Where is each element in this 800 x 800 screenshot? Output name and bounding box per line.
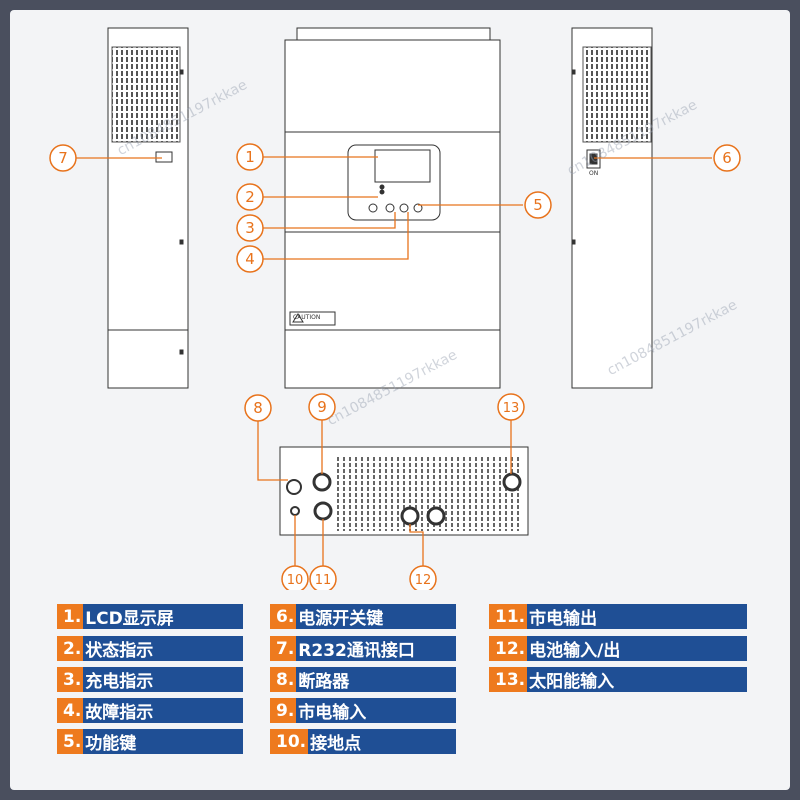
callout-11: 11 — [309, 565, 337, 590]
svg-text:9: 9 — [317, 398, 327, 416]
callout-3: 3 — [236, 214, 264, 242]
callout-9: 9 — [308, 393, 336, 421]
callout-4: 4 — [236, 245, 264, 273]
callout-12: 12 — [409, 565, 437, 590]
svg-text:12: 12 — [415, 573, 432, 588]
callout-6: 6 — [713, 144, 741, 172]
svg-text:4: 4 — [245, 250, 255, 268]
callout-13: 13 — [497, 393, 525, 421]
svg-text:5: 5 — [533, 196, 543, 214]
callout-8: 8 — [244, 394, 272, 422]
svg-text:6: 6 — [722, 149, 732, 167]
right-side-view — [571, 27, 653, 389]
svg-text:7: 7 — [58, 149, 68, 167]
callout-5: 5 — [524, 191, 552, 219]
caution-label: CAUTION — [293, 314, 321, 321]
svg-text:3: 3 — [245, 219, 255, 237]
callout-7: 7 — [49, 144, 77, 172]
svg-text:2: 2 — [245, 188, 255, 206]
front-view — [284, 27, 501, 389]
leader-lines — [76, 156, 712, 566]
callout-markers: 1 2 3 4 5 6 7 8 9 10 11 12 13 — [49, 143, 741, 590]
svg-text:13: 13 — [503, 401, 520, 416]
svg-text:8: 8 — [253, 399, 263, 417]
left-side-view — [107, 27, 189, 389]
callout-2: 2 — [236, 183, 264, 211]
callout-1: 1 — [236, 143, 264, 171]
callout-10: 10 — [281, 565, 309, 590]
inverter-diagram: 1 2 3 4 5 6 7 8 9 10 11 12 13 — [49, 27, 741, 590]
svg-text:10: 10 — [287, 573, 304, 588]
svg-text:1: 1 — [245, 148, 255, 166]
switch-on-label: ON — [589, 170, 599, 177]
bottom-view — [279, 446, 529, 536]
svg-text:11: 11 — [315, 573, 332, 588]
